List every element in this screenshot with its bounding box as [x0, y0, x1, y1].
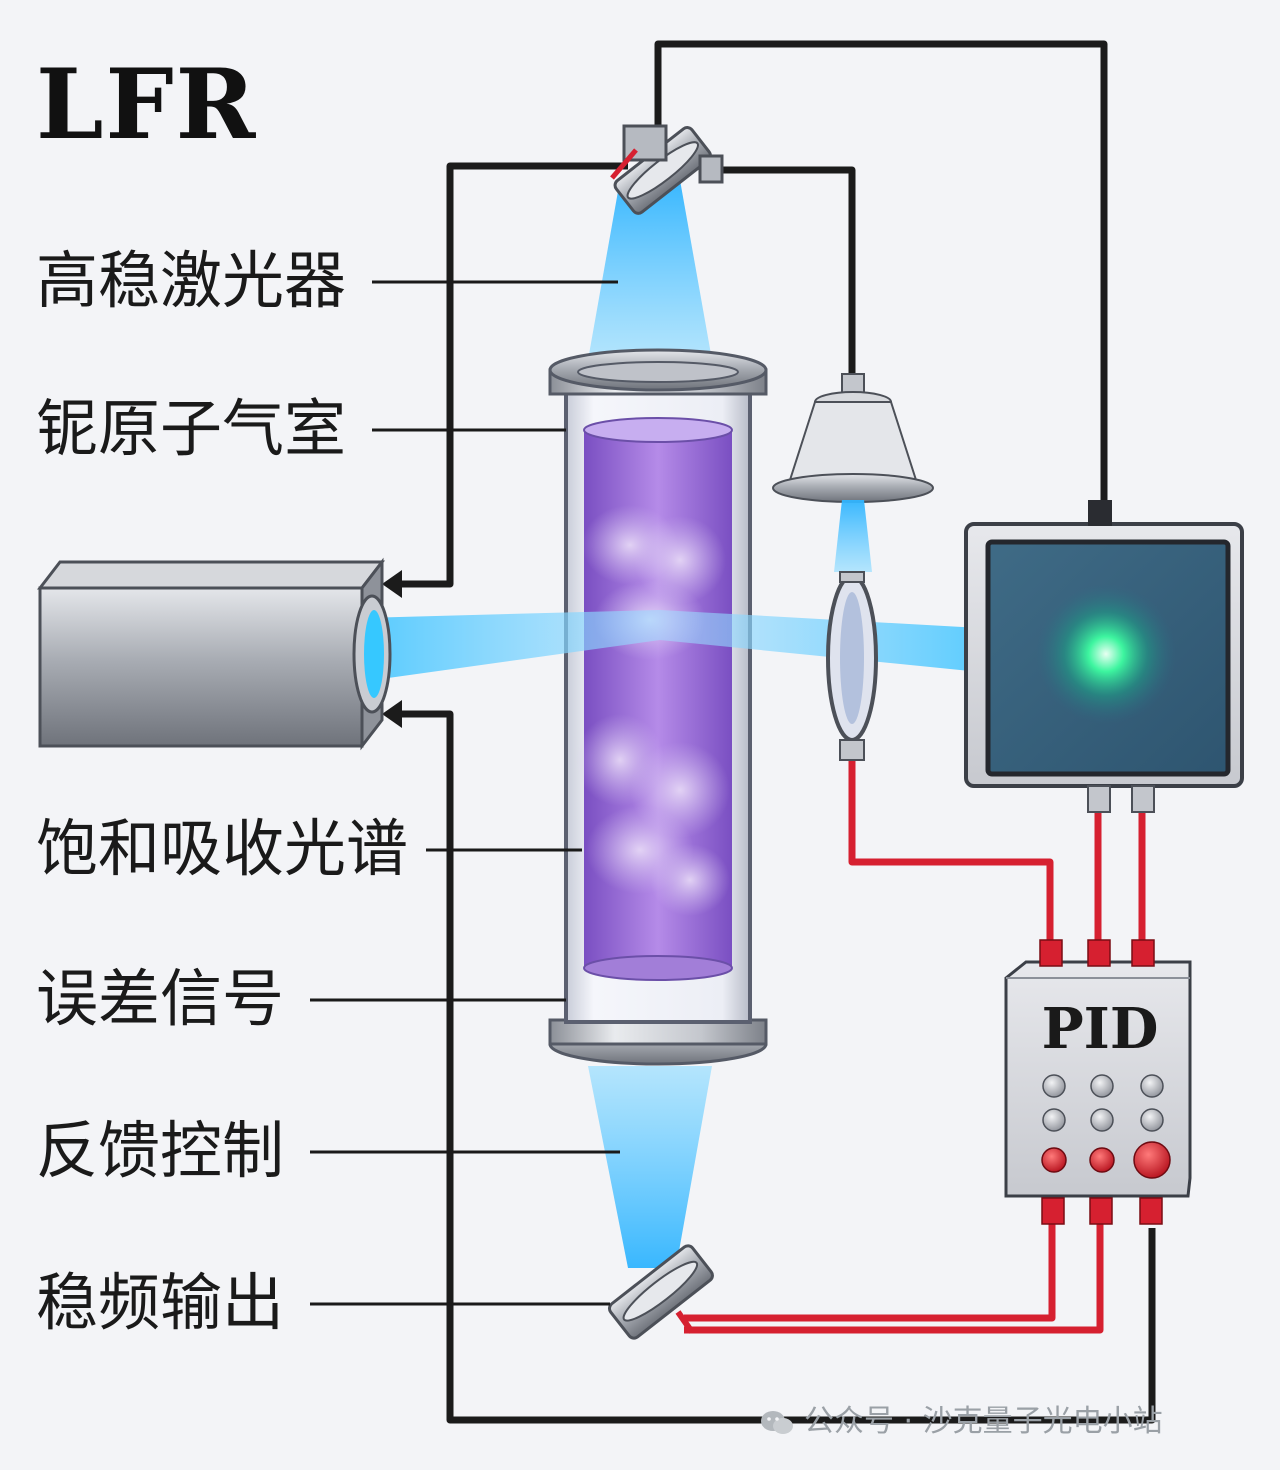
wire-top-mirror-to-detector [654, 40, 1108, 512]
wechat-icon [761, 1410, 793, 1434]
top-mirror-piezo [610, 148, 638, 180]
beam-horizontal [360, 610, 980, 682]
label-error: 误差信号 [36, 962, 285, 1035]
wire-top-mirror-to-photodiode [716, 166, 856, 374]
pid-input-ports [1039, 939, 1155, 967]
lens [826, 571, 878, 761]
watermark: 公众号 · 沙克量子光电小站 [760, 1396, 1163, 1440]
top-mirror-connector [698, 154, 724, 184]
wire-pid-to-bottom-mirror-2 [684, 1222, 1104, 1334]
bottom-mirror [607, 1244, 714, 1340]
label-output: 稳频输出 [36, 1266, 285, 1339]
arrow-into-laser-bottom [382, 700, 402, 728]
beam-bottom [588, 1066, 712, 1268]
wire-pid-to-laser [398, 710, 1156, 1424]
arrow-into-laser-top [382, 570, 402, 598]
wire-arrowheads [382, 570, 402, 728]
wire-pid-to-bottom-mirror-1 [684, 1222, 1056, 1322]
laser-housing [36, 557, 392, 751]
atomic-vapor-clouds [576, 505, 730, 916]
wire-top-mirror-to-laser [398, 162, 628, 588]
pid-knobs [1041, 1074, 1171, 1179]
bottom-mirror-piezo [675, 1310, 695, 1334]
label-spectrum: 饱和吸收光谱 [36, 812, 409, 885]
leader-lines [310, 280, 620, 1306]
detector-top-connector [1088, 500, 1112, 526]
detector [964, 500, 1244, 813]
diagram-title: LFR [36, 48, 258, 161]
photodiode [772, 373, 934, 572]
pid-label: PID [1042, 996, 1159, 1062]
wire-photodiode-to-pid [848, 760, 1054, 944]
black-wires [398, 40, 1156, 1424]
red-wires [684, 760, 1146, 1334]
label-feedback: 反馈控制 [36, 1114, 285, 1187]
pid-output-ports [1041, 1197, 1163, 1225]
vapor-cell [548, 348, 768, 1066]
beam-top [588, 180, 712, 360]
detector-spot [1036, 584, 1176, 724]
watermark-text: 公众号 · 沙克量子光电小站 [804, 1404, 1163, 1439]
pid-controller: PID [1004, 939, 1192, 1225]
label-cell: 铌原子气室 [36, 392, 347, 465]
label-laser: 高稳激光器 [36, 244, 347, 317]
